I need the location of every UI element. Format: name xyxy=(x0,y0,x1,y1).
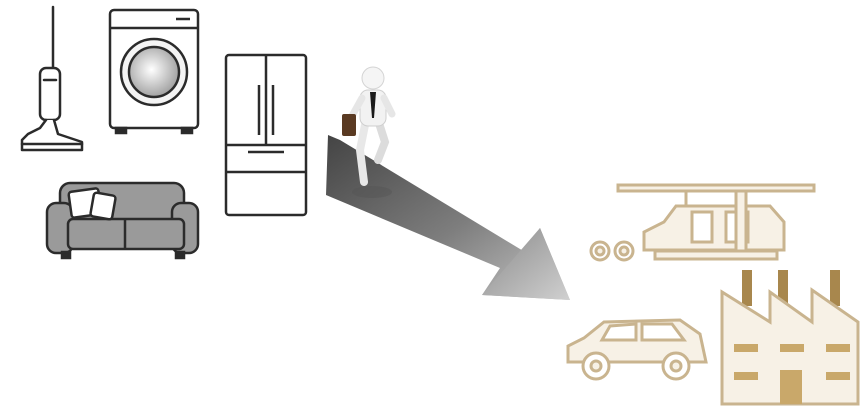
factory-icon xyxy=(722,270,858,404)
refrigerator-icon xyxy=(226,55,306,215)
sofa-icon xyxy=(47,183,198,258)
washing-machine-icon xyxy=(110,10,198,133)
car-assembly-line-icon xyxy=(591,185,814,260)
car-icon xyxy=(568,320,706,379)
stick-vacuum-icon xyxy=(22,7,82,150)
